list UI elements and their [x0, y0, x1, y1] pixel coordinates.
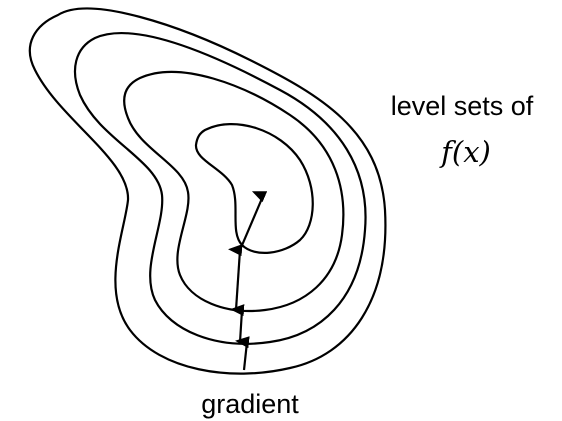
level-set-1 [28, 7, 387, 375]
level-set-3 [123, 70, 345, 312]
gradient-label: gradient [201, 389, 299, 419]
gradient-arrow-3 [228, 244, 243, 311]
level-sets-label: level sets of [391, 91, 534, 121]
gradient-arrow-1 [235, 336, 250, 371]
function-label: f(x) [439, 135, 491, 169]
level-set-4 [194, 123, 314, 254]
level-set-2 [73, 32, 367, 345]
gradient-arrow-4 [238, 191, 268, 251]
gradient-arrow-2 [230, 304, 245, 343]
